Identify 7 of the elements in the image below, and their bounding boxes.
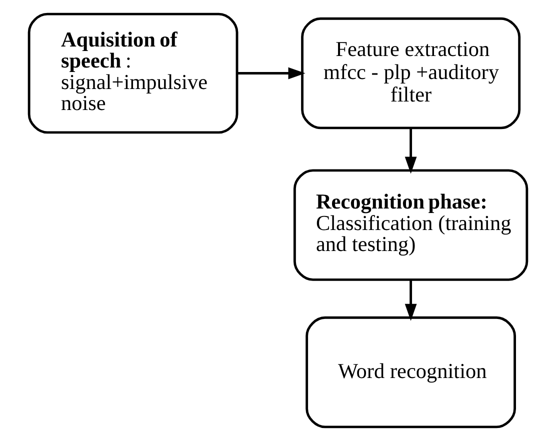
node-box: Recognition phase: Classification (training and testing) xyxy=(292,169,528,281)
arrow xyxy=(236,67,305,80)
arrow xyxy=(404,128,416,174)
arrow xyxy=(404,280,416,321)
node-box: Word recognition xyxy=(305,316,516,428)
node-box: Feature extraction mfcc - plp +auditory filter xyxy=(300,17,520,130)
node-box: Aquisition of speech : signal+impulsive noise xyxy=(27,12,238,134)
